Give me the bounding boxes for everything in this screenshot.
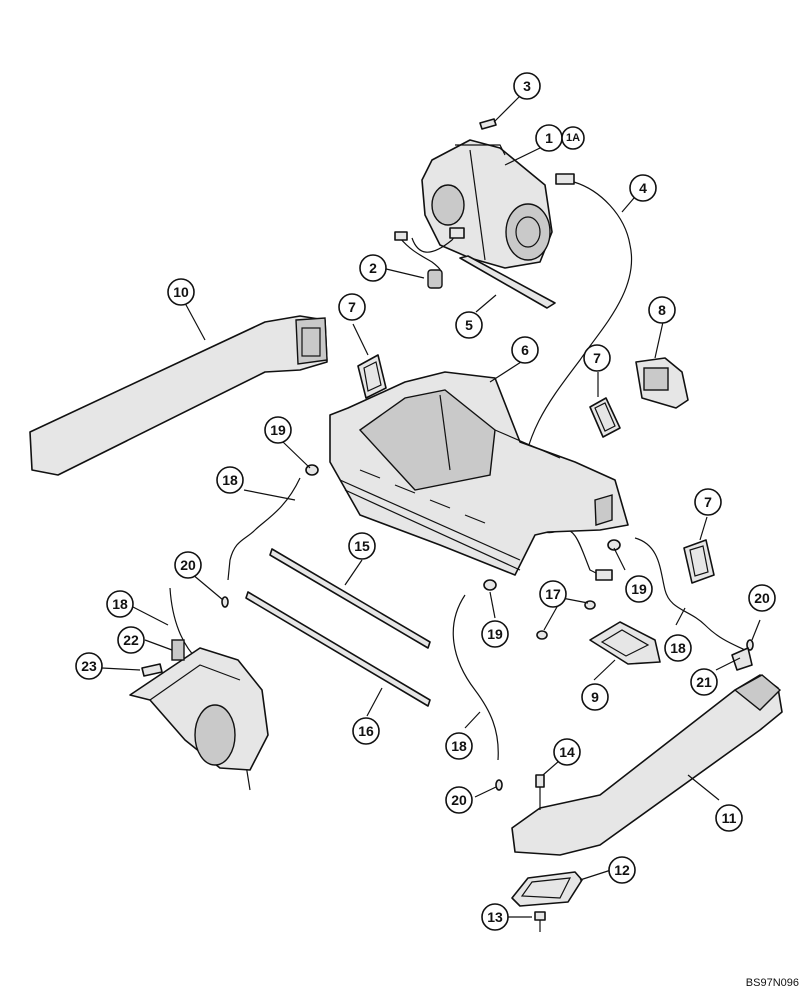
clamp-19c — [607, 539, 621, 551]
outlet-vent — [635, 357, 689, 409]
nut-17a — [536, 630, 548, 640]
svg-text:10: 10 — [173, 284, 189, 300]
bolt-23 — [141, 663, 163, 677]
callout-10: 10 — [167, 278, 195, 306]
callout-19c: 19 — [625, 575, 653, 603]
callout-18c: 18 — [445, 732, 473, 760]
callout-15: 15 — [348, 532, 376, 560]
svg-text:11: 11 — [722, 810, 737, 826]
callout-7a: 7 — [338, 293, 366, 321]
callout-19a: 19 — [264, 416, 292, 444]
svg-text:16: 16 — [358, 723, 374, 739]
svg-text:20: 20 — [451, 792, 467, 808]
drawing-reference-code: BS97N096 — [746, 977, 799, 989]
callout-1: 1 — [535, 124, 563, 152]
heater-box-housing — [329, 371, 629, 576]
gasket-7c — [683, 539, 715, 584]
callout-12: 12 — [608, 856, 636, 884]
callout-19b: 19 — [481, 620, 509, 648]
clamp-20b — [495, 779, 503, 791]
clamp-19b — [483, 579, 497, 591]
callout-16: 16 — [352, 717, 380, 745]
right-air-duct — [511, 674, 783, 856]
callout-9: 9 — [581, 683, 609, 711]
filter-frame — [589, 621, 661, 665]
svg-text:7: 7 — [704, 494, 712, 510]
seal-strip-15 — [269, 548, 431, 649]
svg-text:15: 15 — [354, 538, 370, 554]
callout-8: 8 — [648, 296, 676, 324]
left-air-duct — [29, 315, 328, 476]
callout-22: 22 — [117, 626, 145, 654]
callout-7b: 7 — [583, 344, 611, 372]
callout-1a: 1A — [561, 126, 585, 150]
hose-18d — [634, 537, 746, 651]
callout-2: 2 — [359, 254, 387, 282]
callout-11: 11 — [715, 804, 743, 832]
callout-18a: 18 — [216, 466, 244, 494]
svg-text:18: 18 — [222, 472, 238, 488]
callout-6: 6 — [511, 336, 539, 364]
svg-text:12: 12 — [614, 862, 630, 878]
svg-text:4: 4 — [639, 180, 647, 196]
svg-text:19: 19 — [487, 626, 503, 642]
svg-text:1: 1 — [545, 130, 553, 146]
left-diffuser — [129, 639, 269, 771]
callout-23: 23 — [75, 652, 103, 680]
svg-text:2: 2 — [369, 260, 377, 276]
wiring-harness — [394, 227, 465, 289]
svg-text:5: 5 — [465, 317, 473, 333]
callout-18d: 18 — [664, 634, 692, 662]
callout-20c: 20 — [748, 584, 776, 612]
callout-13: 13 — [481, 903, 509, 931]
callout-4: 4 — [629, 174, 657, 202]
svg-text:14: 14 — [559, 744, 575, 760]
svg-text:18: 18 — [670, 640, 686, 656]
outlet-bezel — [511, 871, 583, 907]
svg-text:20: 20 — [754, 590, 770, 606]
callout-3: 3 — [513, 72, 541, 100]
svg-text:20: 20 — [180, 557, 196, 573]
svg-text:23: 23 — [81, 658, 97, 674]
hose-18a — [227, 477, 301, 581]
screw-14 — [535, 774, 545, 810]
screw-13 — [534, 911, 546, 932]
svg-text:22: 22 — [123, 632, 139, 648]
callout-18b: 18 — [106, 590, 134, 618]
gasket-7b — [589, 397, 621, 438]
svg-text:3: 3 — [523, 78, 531, 94]
callout-21: 21 — [690, 668, 718, 696]
callout-20b: 20 — [445, 786, 473, 814]
seal-strip — [459, 255, 556, 309]
svg-text:17: 17 — [545, 586, 561, 602]
callout-7c: 7 — [694, 488, 722, 516]
svg-text:18: 18 — [112, 596, 128, 612]
svg-text:7: 7 — [593, 350, 601, 366]
screw-part-3 — [479, 118, 497, 130]
svg-text:1A: 1A — [566, 132, 580, 144]
svg-text:19: 19 — [631, 581, 647, 597]
fitting-21 — [731, 647, 753, 671]
clamp-20a — [221, 596, 229, 608]
svg-text:21: 21 — [696, 674, 712, 690]
svg-text:6: 6 — [521, 342, 529, 358]
svg-text:19: 19 — [270, 422, 286, 438]
svg-text:18: 18 — [451, 738, 467, 754]
gasket-7a — [357, 354, 387, 399]
svg-text:7: 7 — [348, 299, 356, 315]
svg-text:9: 9 — [591, 689, 599, 705]
svg-text:13: 13 — [487, 909, 503, 925]
svg-text:8: 8 — [658, 302, 666, 318]
seal-strip-16 — [245, 591, 431, 707]
callout-20a: 20 — [174, 551, 202, 579]
callout-5: 5 — [455, 311, 483, 339]
blower-motor-assembly — [421, 139, 553, 269]
callout-14: 14 — [553, 738, 581, 766]
hose-18c — [452, 594, 499, 761]
callout-17: 17 — [539, 580, 567, 608]
